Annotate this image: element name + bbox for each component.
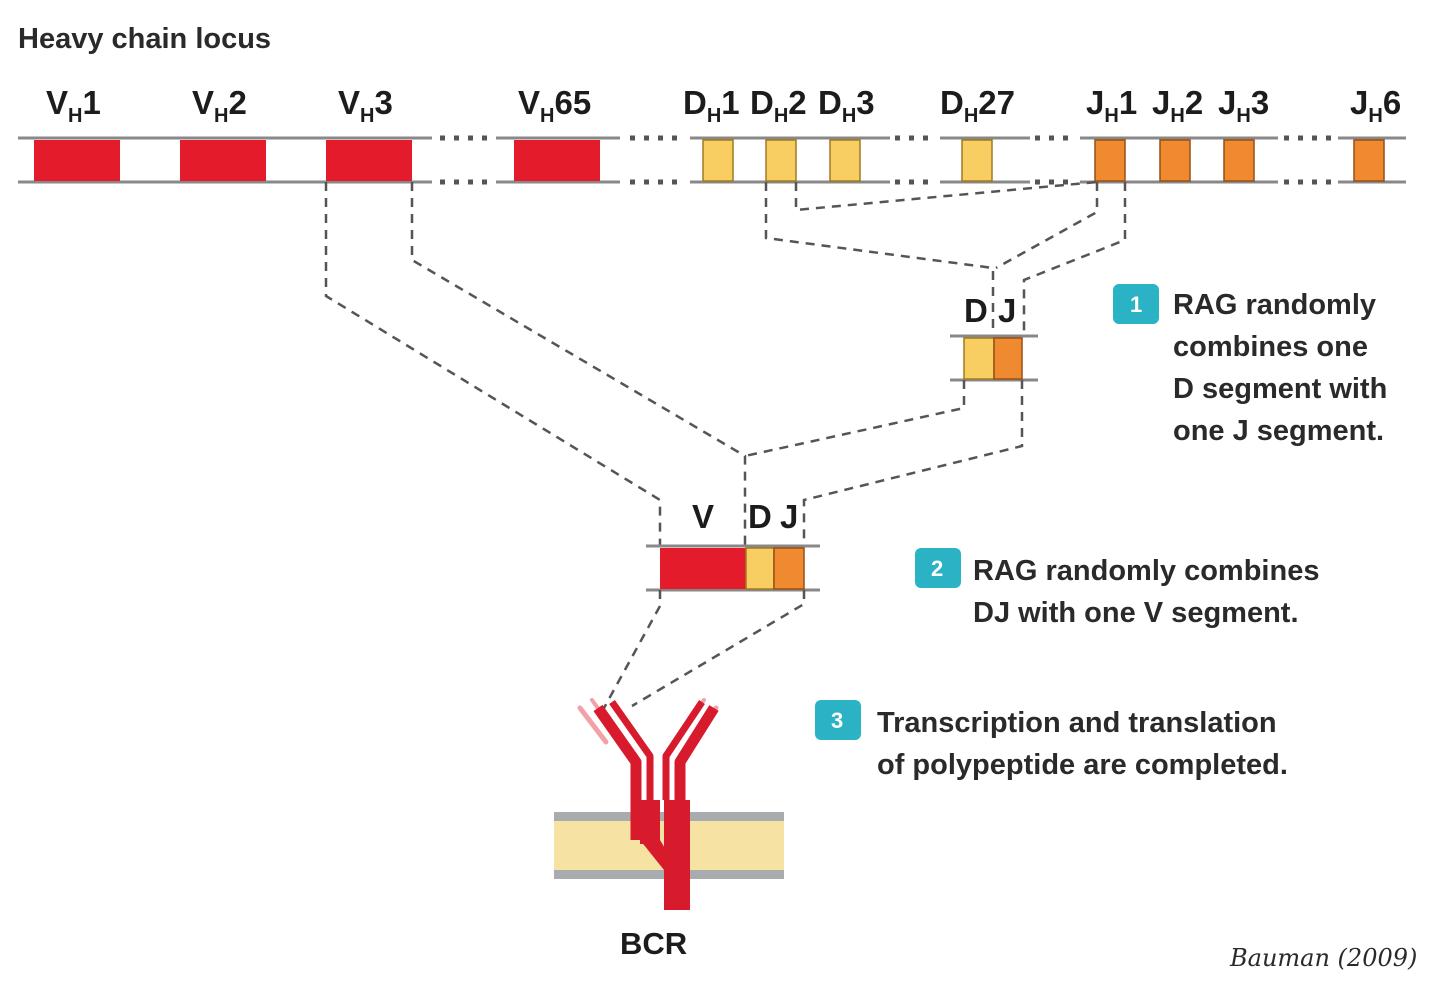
dj-guide-lines xyxy=(764,180,1127,335)
step-1-number: 1 xyxy=(1130,292,1142,317)
citation: Bauman (2009) xyxy=(1229,944,1417,972)
dj-d-segment xyxy=(963,337,995,380)
v-segment-65 xyxy=(514,140,600,181)
label-jh1: JH1 xyxy=(1086,84,1137,127)
step-3-badge xyxy=(815,700,861,740)
d-segment-27 xyxy=(961,139,993,182)
vdj-d-label: D xyxy=(748,498,772,535)
step-1-line-2: combines one xyxy=(1173,331,1368,363)
step-1-badge xyxy=(1113,284,1159,324)
vdj-v-segment xyxy=(660,548,746,589)
v-segment-group xyxy=(34,140,600,181)
label-jh3: JH3 xyxy=(1218,84,1269,127)
label-dh27: DH27 xyxy=(940,84,1015,127)
label-vh3: VH3 xyxy=(338,84,393,127)
diagram-title: Heavy chain locus xyxy=(18,23,271,55)
v-segment-3 xyxy=(326,140,412,181)
step-1: 1 RAG randomly combines one D segment wi… xyxy=(1113,284,1387,447)
bcr-receptor-shape xyxy=(577,698,719,910)
label-dh3: DH3 xyxy=(818,84,875,127)
label-jh2: JH2 xyxy=(1152,84,1203,127)
d-segment-2 xyxy=(765,139,797,182)
step-2-number: 2 xyxy=(931,556,943,581)
segment-labels: VH1 VH2 VH3 VH65 DH1 DH2 DH3 DH27 JH1 JH… xyxy=(46,84,1401,127)
step-2-line-2: DJ with one V segment. xyxy=(973,597,1299,629)
label-vh2: VH2 xyxy=(192,84,247,127)
dj-j-label: J xyxy=(998,292,1016,329)
step-1-line-4: one J segment. xyxy=(1173,415,1384,447)
dj-d-label: D xyxy=(964,292,988,329)
step-3-number: 3 xyxy=(831,708,843,733)
step-3: 3 Transcription and translation of polyp… xyxy=(815,700,1288,781)
d-segment-1 xyxy=(702,139,734,182)
d-segment-3 xyxy=(829,139,861,182)
j-segment-6 xyxy=(1353,139,1385,182)
bcr-label: BCR xyxy=(620,926,687,961)
j-segment-group xyxy=(1094,139,1385,182)
step-2-line-1: RAG randomly combines xyxy=(973,555,1319,587)
v-segment-1 xyxy=(34,140,120,181)
bcr-guide-lines xyxy=(602,590,806,709)
vdj-j-segment xyxy=(773,547,805,590)
label-vh65: VH65 xyxy=(518,84,591,127)
vdj-v-label: V xyxy=(692,498,714,535)
j-segment-2 xyxy=(1159,139,1191,182)
locus-chromosome xyxy=(18,135,1406,185)
j-segment-3 xyxy=(1223,139,1255,182)
j-segment-1 xyxy=(1094,139,1126,182)
step-1-line-1: RAG randomly xyxy=(1173,289,1376,321)
d-segment-group xyxy=(702,139,993,182)
step-3-line-2: of polypeptide are completed. xyxy=(877,749,1288,781)
step-1-line-3: D segment with xyxy=(1173,373,1387,405)
step-2-badge xyxy=(915,548,961,588)
label-dh1: DH1 xyxy=(683,84,740,127)
vdj-j-label: J xyxy=(780,498,798,535)
step-2: 2 RAG randomly combines DJ with one V se… xyxy=(915,548,1319,629)
v-segment-2 xyxy=(180,140,266,181)
dj-j-segment xyxy=(993,337,1023,380)
label-jh6: JH6 xyxy=(1350,84,1401,127)
label-dh2: DH2 xyxy=(750,84,807,127)
label-vh1: VH1 xyxy=(46,84,101,127)
vdj-product: V D J xyxy=(646,498,820,592)
step-3-line-1: Transcription and translation xyxy=(877,707,1277,739)
vdj-d-segment xyxy=(745,547,775,590)
vdj-guide-lines xyxy=(324,182,1024,545)
